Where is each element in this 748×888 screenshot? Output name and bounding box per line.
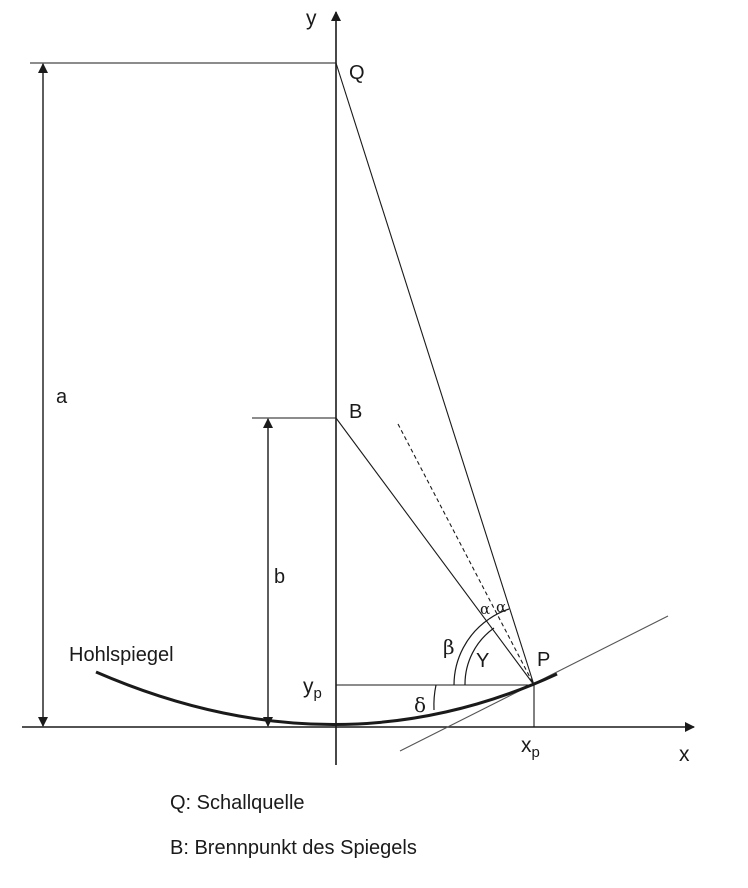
mirror-label: Hohlspiegel [69, 644, 174, 666]
alpha-label-left: α [480, 600, 490, 618]
ray-q-to-p [335, 62, 535, 686]
dimension-a-label: a [56, 386, 68, 408]
y-axis-label: y [306, 7, 317, 30]
point-q-label: Q [349, 62, 365, 84]
mirror-curve [95, 670, 558, 726]
point-p-label: P [537, 649, 550, 671]
xp-label: xp [521, 734, 540, 761]
beta-arc-outer [453, 618, 490, 686]
alpha-arc [488, 608, 510, 620]
x-axis-label: x [679, 743, 690, 766]
yp-label: yp [303, 675, 322, 702]
point-b-label: B [349, 401, 362, 423]
beta-label: β [443, 635, 455, 659]
gamma-label: Y [476, 650, 489, 672]
dimension-b-label: b [274, 566, 285, 588]
beta-arc-inner [464, 627, 495, 686]
delta-arc [433, 684, 437, 711]
ray-b-to-p [335, 417, 535, 686]
alpha-label-right: α [496, 598, 506, 616]
legend-schallquelle: Q: Schallquelle [170, 792, 305, 814]
legend-brennpunkt: B: Brennpunkt des Spiegels [170, 837, 417, 859]
normal-line-dashed [397, 423, 535, 686]
delta-label: δ [414, 693, 426, 717]
